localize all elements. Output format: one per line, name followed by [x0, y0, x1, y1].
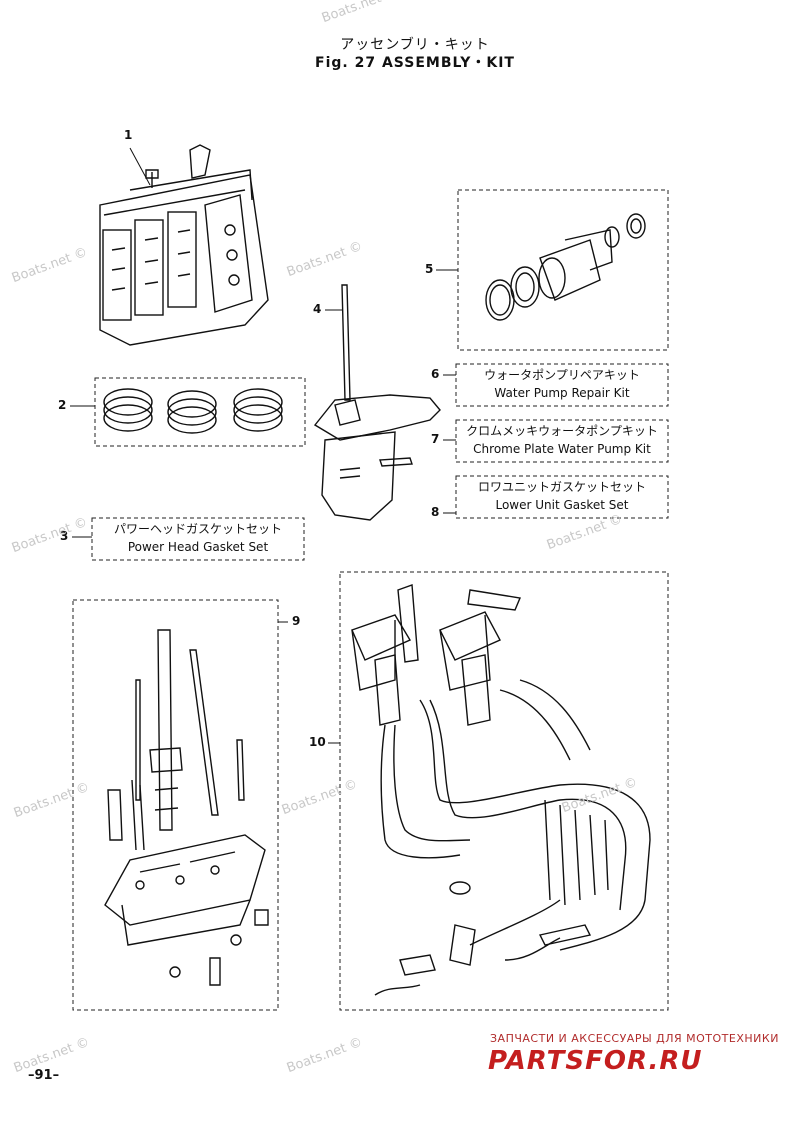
callout-10: 10	[309, 735, 326, 749]
item3-label-jp: パワーヘッドガスケットセット	[113, 522, 282, 536]
item8-kit-boundary	[455, 475, 669, 519]
callout-6: 6	[431, 367, 440, 381]
power-head-illustration	[99, 144, 269, 346]
water-pump-illustration	[485, 213, 646, 321]
leader-1	[129, 147, 151, 186]
item7-label-jp: クロムメッキウォータポンプキット	[466, 424, 658, 438]
remote-control-kit-illustration	[351, 584, 651, 996]
callout-1: 1	[124, 128, 133, 142]
figure-title: Fig. 27 ASSEMBLY・KIT	[315, 55, 515, 71]
figure-title-jp: アッセンブリ・キット	[340, 37, 490, 53]
ad-tagline: ЗАПЧАСТИ И АКСЕССУАРЫ ДЛЯ МОТОТЕХНИКИ	[490, 1032, 779, 1045]
piston-rings-illustration	[103, 388, 283, 434]
item8-label-en: Lower Unit Gasket Set	[495, 498, 629, 512]
callout-5: 5	[425, 262, 434, 276]
page-number: –91–	[28, 1068, 60, 1083]
item10-kit-boundary	[339, 571, 669, 1011]
callout-2: 2	[58, 398, 67, 412]
callout-7: 7	[431, 432, 440, 446]
item7-label: クロムメッキウォータポンプキット Chrome Plate Water Pump…	[456, 422, 668, 458]
item3-label: パワーヘッドガスケットセット Power Head Gasket Set	[92, 520, 304, 556]
item7-label-en: Chrome Plate Water Pump Kit	[473, 442, 651, 456]
callout-3: 3	[60, 529, 69, 543]
item6-label-jp: ウォータポンプリペアキット	[484, 368, 640, 382]
callout-9: 9	[292, 614, 301, 628]
lower-unit-illustration	[313, 284, 441, 521]
item9-kit-boundary	[72, 599, 279, 1011]
item3-kit-boundary	[91, 517, 305, 561]
item8-label: ロワユニットガスケットセット Lower Unit Gasket Set	[456, 478, 668, 514]
callout-8: 8	[431, 505, 440, 519]
item6-label: ウォータポンプリペアキット Water Pump Repair Kit	[456, 366, 668, 402]
item6-kit-boundary	[455, 363, 669, 407]
drive-shaft-kit-illustration	[104, 629, 269, 986]
ad-logo: PARTSFOR.RU	[488, 1046, 703, 1076]
item2-kit-boundary	[94, 377, 306, 447]
item7-kit-boundary	[455, 419, 669, 463]
item3-label-en: Power Head Gasket Set	[127, 540, 269, 554]
callout-4: 4	[313, 302, 322, 316]
item8-label-jp: ロワユニットガスケットセット	[477, 480, 646, 494]
item6-label-en: Water Pump Repair Kit	[494, 386, 630, 400]
